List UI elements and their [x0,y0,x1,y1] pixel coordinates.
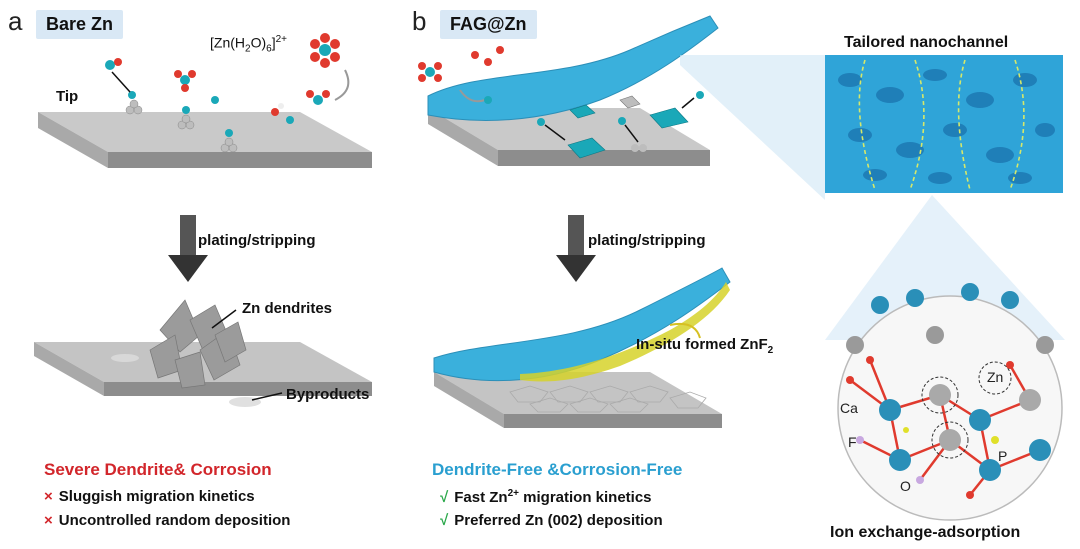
panel-b-summary-title: Dendrite-Free &Corrosion-Free [432,460,683,479]
atom-label-o: O [900,478,911,494]
atom-label-zn: Zn [987,369,1004,385]
zn-dendrites-label: Zn dendrites [242,300,333,317]
znf2-layer [520,282,730,382]
zoom-cone-top [680,55,825,200]
panel-a-summary-title: Severe Dendrite& Corrosion [44,460,272,479]
atom-label-p: P [998,448,1008,464]
panel-a-process-label: plating/stripping [198,232,316,249]
p-atom [991,436,999,444]
lattice-atoms [846,356,1051,499]
byproducts-label: Byproducts [286,386,370,403]
hexagonal-deposit-pattern [509,385,707,413]
znf2-label: In-situ formed ZnF2 [636,336,774,356]
tip-label: Tip [56,88,79,105]
hydrated-ion-group-b [418,46,504,104]
zn-atom [929,384,951,406]
fag-film-top [427,15,719,121]
ion-exchange-label: Ion exchange-adsorption [830,524,1021,541]
ca-atom [879,399,901,421]
hydrated-ion-group [105,33,350,116]
panel-a-illustration [34,33,372,407]
panel-a-title: Bare Zn [36,10,124,39]
panel-a-bullet-1: ×Sluggish migration kinetics [44,488,255,505]
panel-b-bullet-1: √Fast Zn2+ migration kinetics [440,488,652,506]
fag-zn-slab-bottom [434,372,722,414]
incoming-ions [846,283,1054,354]
plating-arrow-b [556,215,596,282]
zn-water-complex-label: [Zn(H2O)6]2+ [210,34,287,55]
panel-a-bullet-2: ×Uncontrolled random deposition [44,512,291,529]
atom-label-f: F [848,434,857,450]
nanochannel-label: Tailored nanochannel [844,34,1009,51]
ion-pathways [858,59,1025,191]
panel-a-letter: a [8,6,23,36]
zn-dendrites [149,299,247,389]
panel-b-illustration [418,15,731,428]
o-atom [846,376,854,384]
zn-002-deposits [537,91,704,159]
atom-label-ca: Ca [840,400,858,416]
panel-b-letter: b [412,6,427,36]
panel-c-illustration [680,55,1065,521]
plating-arrow-a [168,215,208,282]
f-atom [856,436,864,444]
panel-b-title: FAG@Zn [440,10,537,39]
bare-zn-slab-bottom [34,342,372,382]
panel-b-process-label: plating/stripping [588,232,706,249]
zn-cluster-group [125,91,294,153]
panel-b-bullet-2: √Preferred Zn (002) deposition [440,512,663,529]
